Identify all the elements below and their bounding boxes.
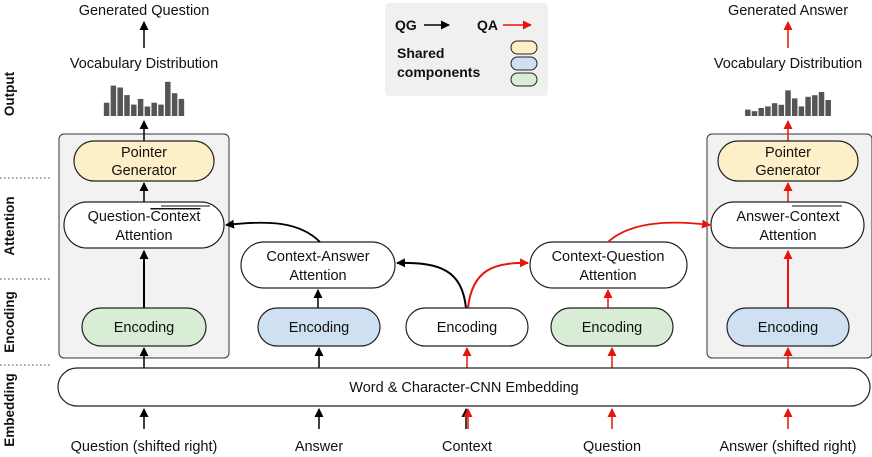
legend-box [385, 3, 548, 96]
encoding-answer-label: Encoding [289, 320, 349, 336]
legend-swatch-yellow [510, 40, 538, 55]
encoding-question: Encoding [550, 307, 674, 347]
qc-part1: Question- [88, 209, 151, 225]
arrow-context-encoding-to-ca-attention [396, 258, 467, 309]
side-label-embedding: Embedding [2, 373, 17, 447]
answer-context-attention-line2: Attention [759, 228, 816, 244]
pointer-generator-left-line2: Generator [111, 163, 176, 179]
pointer-generator-right: Pointer Generator [717, 140, 859, 182]
qc-part2: Context [150, 209, 200, 225]
encoding-answer: Encoding [257, 307, 381, 347]
encoding-context: Encoding [405, 307, 529, 347]
vocab-right-bar-11 [812, 95, 818, 116]
context-answer-attention: Context-Answer Attention [240, 241, 396, 289]
vocab-distribution-label-left: Vocabulary Distribution [70, 56, 218, 72]
vocab-right-bar-9 [798, 106, 805, 116]
vocab-right-bar-13 [825, 100, 831, 116]
ac-part1: Answer- [736, 209, 789, 225]
encoding-question-shifted-label: Encoding [114, 320, 174, 336]
input-question-shifted: Question (shifted right) [71, 439, 218, 455]
generated-answer-label: Generated Answer [728, 3, 848, 19]
context-answer-attention-line2: Attention [289, 268, 346, 284]
context-question-attention: Context-Question Attention [529, 241, 688, 289]
question-context-attention-line1: Question-Context [88, 209, 201, 225]
vocab-right-bar-3 [758, 108, 764, 116]
vocab-right-bar-8 [791, 98, 798, 116]
legend: QG QA Shared components [385, 3, 548, 96]
vocab-right-bar-5 [771, 103, 778, 116]
encoding-context-label: Encoding [437, 320, 497, 336]
encoding-question-shifted: Encoding [81, 307, 207, 347]
pointer-generator-left: Pointer Generator [73, 140, 215, 182]
embedding-layer: Word & Character-CNN Embedding [57, 367, 871, 407]
context-answer-attention-line1: Context-Answer [266, 249, 369, 265]
side-label-attention: Attention [2, 196, 17, 255]
vocab-right-bar-4 [765, 106, 771, 116]
vocab-right-bar-2 [751, 111, 758, 116]
context-question-attention-line1: Context-Question [552, 249, 665, 265]
vocab-left-bar-3 [117, 87, 123, 116]
arrow-cq-attention-to-ac-attention [607, 219, 711, 243]
pointer-generator-right-line1: Pointer [765, 145, 811, 161]
side-label-encoding: Encoding [2, 291, 17, 353]
vocab-left-bar-6 [137, 98, 144, 116]
pointer-generator-right-line2: Generator [755, 163, 820, 179]
vocab-left-bar-5 [131, 104, 137, 116]
encoding-question-label: Encoding [582, 320, 642, 336]
ac-part2: Context [790, 209, 840, 225]
vocab-left-bar-9 [158, 104, 164, 116]
input-answer: Answer [295, 439, 344, 455]
vocab-right-bar-6 [778, 104, 785, 116]
arrow-context-encoding-to-cq-attention [467, 258, 529, 309]
context-question-attention-line2: Attention [579, 268, 636, 284]
side-label-output: Output [2, 71, 17, 116]
vocab-right-bar-10 [805, 96, 811, 116]
vocab-left-bar-11 [171, 93, 178, 116]
vocab-histogram-left [103, 81, 185, 116]
vocab-right-bar-12 [818, 92, 825, 116]
vocab-histogram-right [745, 90, 831, 116]
legend-swatch-green [510, 72, 538, 87]
vocab-left-bar-10 [165, 81, 171, 116]
vocab-right-bar-7 [785, 90, 791, 116]
answer-context-attention: Answer-Context Attention [710, 201, 865, 249]
side-labels: Output Attention Encoding Embedding [0, 71, 50, 447]
input-context: Context [442, 439, 492, 455]
question-context-attention: Question-Context Attention [63, 201, 225, 249]
legend-shared-label-2: components [397, 64, 480, 80]
input-answer-shifted: Answer (shifted right) [720, 439, 857, 455]
vocab-distribution-label-right: Vocabulary Distribution [714, 56, 862, 72]
question-context-attention-line2: Attention [115, 228, 172, 244]
vocab-left-bar-4 [124, 95, 130, 116]
legend-shared-label: Shared [397, 45, 444, 61]
legend-qg-label: QG [395, 17, 417, 33]
vocab-left-bar-1 [103, 102, 110, 116]
encoding-answer-shifted-label: Encoding [758, 320, 818, 336]
vocab-right-bar-1 [745, 109, 751, 116]
legend-qa-label: QA [477, 17, 498, 33]
vocab-left-bar-12 [178, 98, 185, 116]
vocab-left-bar-8 [151, 102, 157, 116]
vocab-left-bar-2 [110, 85, 117, 116]
answer-context-attention-line1: Answer-Context [736, 209, 839, 225]
embedding-layer-label: Word & Character-CNN Embedding [349, 380, 578, 396]
legend-swatch-blue [510, 56, 538, 71]
arrow-ca-attention-to-qc-attention [225, 219, 321, 243]
encoding-answer-shifted: Encoding [726, 307, 850, 347]
pointer-generator-left-line1: Pointer [121, 145, 167, 161]
input-question: Question [583, 439, 641, 455]
generated-question-label: Generated Question [79, 3, 210, 19]
vocab-left-bar-7 [144, 106, 151, 116]
